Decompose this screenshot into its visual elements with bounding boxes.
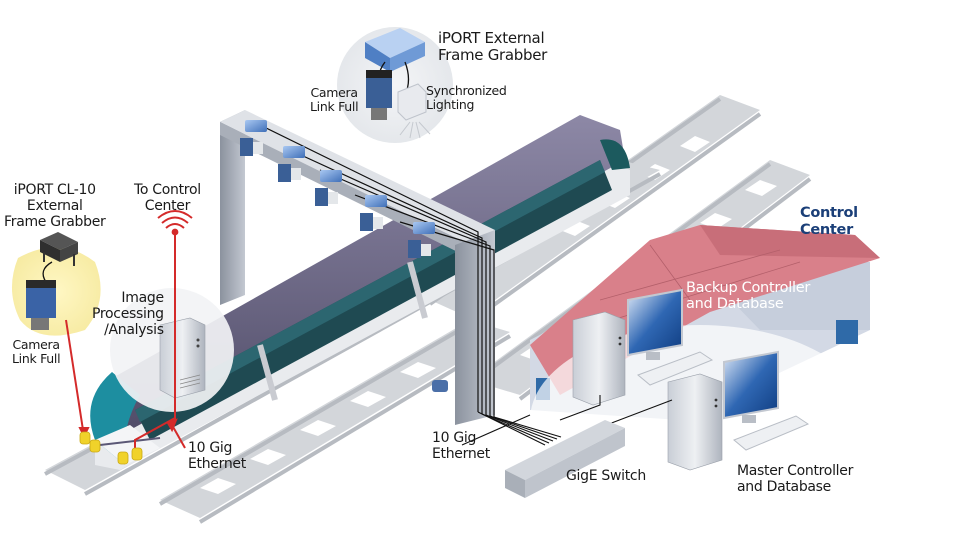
label-line: Backup Controller [686, 280, 810, 296]
top-callout [337, 27, 453, 143]
server-tower-icon [159, 317, 206, 399]
label-gige-switch: GigE Switch [566, 468, 646, 484]
label-line: External [26, 198, 83, 214]
backup-workstation [572, 288, 714, 406]
keyboard-icon [733, 415, 810, 451]
label-line: Link Full [310, 99, 359, 114]
camera-icon [366, 70, 392, 120]
camera-icon [432, 380, 448, 392]
camera-icon [278, 146, 305, 182]
monitor-icon [627, 288, 683, 360]
label-line: Ethernet [432, 446, 490, 462]
label-line: Center [800, 222, 853, 238]
label-line: Camera [310, 85, 358, 100]
label-line: Lighting [426, 97, 475, 112]
signal-lines [65, 232, 186, 455]
label-line: 10 Gig [188, 440, 233, 456]
label-camera-link-left: Camera Link Full [12, 337, 61, 366]
monitor-icon [723, 350, 779, 423]
label-synchronized-lighting: Synchronized Lighting [426, 84, 507, 112]
label-line: iPORT CL-10 [13, 182, 96, 198]
label-line: Processing [92, 306, 164, 322]
label-line: To Control [134, 182, 201, 198]
server-tower-icon [572, 311, 626, 406]
left-callout [11, 232, 101, 336]
image-processing-callout [110, 288, 234, 412]
label-line: Image [121, 290, 164, 306]
network-switch-icon [505, 420, 625, 498]
keyboard-icon [637, 351, 714, 386]
frame-grabber-icon [40, 232, 78, 266]
label-iport-external: iPORT External Frame Grabber [438, 30, 547, 64]
label-line: Frame Grabber [4, 214, 106, 230]
label-to-control-center: To Control Center [134, 182, 201, 214]
label-10gig-mid: 10 Gig Ethernet [432, 430, 490, 462]
label-control-center: Control Center [800, 205, 858, 239]
label-line: Camera [12, 337, 60, 352]
label-line: Synchronized [426, 83, 507, 98]
label-line: Ethernet [188, 456, 246, 472]
label-line: Link Full [12, 351, 61, 366]
label-line: 10 Gig [432, 430, 477, 446]
camera-icon [315, 170, 342, 206]
label-camera-link-top: Camera Link Full [310, 85, 359, 114]
label-iport-cl10: iPORT CL-10 External Frame Grabber [4, 182, 106, 230]
label-line: iPORT External [438, 29, 545, 47]
label-10gig-left: 10 Gig Ethernet [188, 440, 246, 472]
camera-icon [408, 222, 435, 258]
label-master-controller: Master Controller and Database [737, 463, 853, 495]
gantry-cameras [240, 120, 448, 392]
label-line: and Database [737, 479, 831, 495]
camera-icon [360, 195, 387, 231]
camera-icon [26, 280, 56, 330]
lighting-icon [397, 83, 431, 139]
master-workstation [667, 350, 810, 471]
server-tower-icon [667, 373, 723, 471]
label-line: Master Controller [737, 463, 854, 479]
wireless-signal-icon [157, 210, 193, 236]
label-line: Control [800, 205, 858, 221]
label-line: Center [144, 198, 191, 214]
trackside-sensors [79, 431, 143, 465]
label-line: and Database [686, 296, 784, 312]
label-line: /Analysis [104, 322, 164, 338]
label-backup-controller: Backup Controller and Database [686, 280, 810, 312]
camera-icon [240, 120, 267, 156]
label-image-processing: Image Processing /Analysis [92, 290, 164, 338]
label-line: Frame Grabber [438, 46, 548, 64]
